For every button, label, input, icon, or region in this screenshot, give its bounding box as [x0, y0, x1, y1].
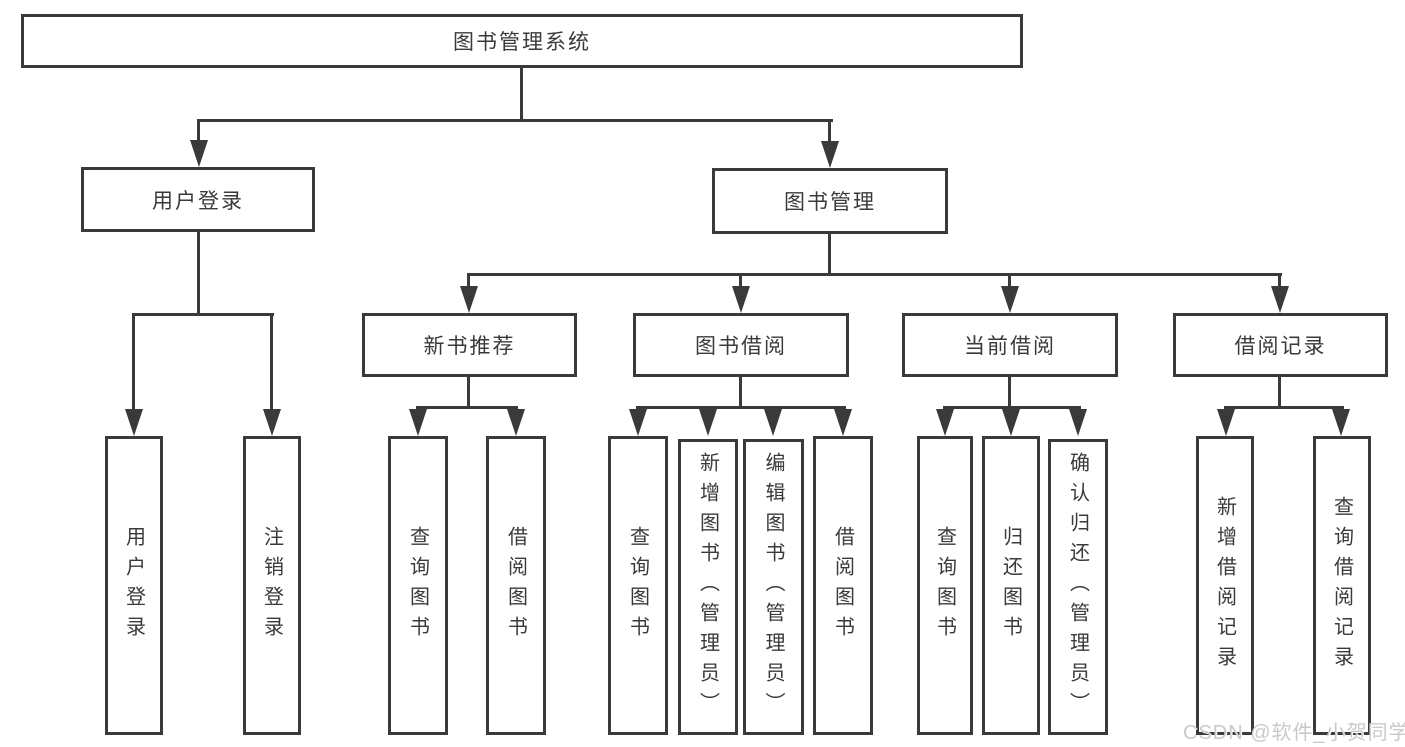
arrowhead-down-icon: [263, 409, 281, 436]
leaf-user-login: 用户登录: [105, 436, 163, 735]
arrowhead-down-icon: [1001, 286, 1019, 313]
node-label: 图书借阅: [695, 335, 787, 358]
connector-book-management-stem: [828, 234, 831, 276]
arrowhead-down-icon: [732, 286, 750, 313]
node-library-management-system: 图书管理系统: [21, 14, 1023, 68]
leaf-recommend-borrow-book: 借阅图书: [486, 436, 546, 735]
leaf-borrow-edit-book-admin: 编辑图书（管理员）: [743, 439, 804, 735]
leaf-label: 借阅图书: [504, 525, 527, 646]
leaf-label: 归还图书: [999, 525, 1022, 646]
arrowhead-down-icon: [1069, 409, 1087, 436]
node-label: 图书管理: [784, 191, 876, 214]
leaf-recommend-query-book: 查询图书: [388, 436, 448, 735]
connector-new-book-recommend-horizontal: [416, 406, 518, 409]
leaf-label: 查询图书: [406, 525, 429, 646]
node-label: 用户登录: [152, 189, 244, 213]
connector-root-stem: [520, 68, 523, 122]
node-new-book-recommend: 新书推荐: [362, 313, 577, 377]
connector-user-login-horizontal: [132, 313, 274, 316]
connector-borrow-records-stem: [1278, 377, 1281, 409]
leaf-borrow-borrow-book: 借阅图书: [813, 436, 873, 735]
connector-drop-borrow-records: [1278, 273, 1281, 289]
leaf-label: 确认归还（管理员）: [1066, 452, 1089, 722]
connector-drop-new-book-recommend: [467, 273, 470, 289]
connector-drop-leaf-user-login: [132, 313, 135, 411]
leaf-label: 查询借阅记录: [1330, 495, 1353, 676]
node-user-login: 用户登录: [81, 167, 315, 232]
arrowhead-down-icon: [821, 141, 839, 168]
node-label: 图书管理系统: [453, 31, 591, 54]
arrowhead-down-icon: [1271, 286, 1289, 313]
connector-book-management-horizontal: [468, 273, 1282, 276]
leaf-current-return-book: 归还图书: [982, 436, 1040, 735]
leaf-borrow-query-book: 查询图书: [608, 436, 668, 735]
arrowhead-down-icon: [1332, 409, 1350, 436]
leaf-records-add-record: 新增借阅记录: [1196, 436, 1254, 735]
leaf-label: 借阅图书: [831, 525, 854, 646]
connector-user-login-stem: [197, 232, 200, 316]
node-label: 当前借阅: [964, 335, 1056, 358]
leaf-label: 查询图书: [933, 525, 956, 646]
node-book-management: 图书管理: [712, 168, 948, 234]
connector-drop-book-borrow: [739, 273, 742, 289]
leaf-label: 新增借阅记录: [1213, 495, 1236, 676]
connector-drop-user-login: [197, 119, 200, 143]
node-label: 借阅记录: [1234, 335, 1327, 358]
arrowhead-down-icon: [190, 140, 208, 167]
node-label: 新书推荐: [423, 335, 516, 358]
leaf-label: 编辑图书（管理员）: [762, 452, 784, 722]
connector-drop-current-borrow: [1008, 273, 1011, 289]
leaf-label: 查询图书: [626, 525, 649, 646]
arrowhead-down-icon: [834, 409, 852, 436]
leaf-label: 注销登录: [260, 525, 283, 646]
connector-drop-book-management: [828, 119, 831, 144]
connector-new-book-recommend-stem: [467, 377, 470, 409]
node-book-borrow: 图书借阅: [633, 313, 849, 377]
arrowhead-down-icon: [1217, 409, 1235, 436]
connector-borrow-records-horizontal: [1224, 406, 1344, 409]
csdn-watermark: CSDN @软件_小贺同学: [1183, 722, 1405, 744]
connector-book-borrow-stem: [739, 377, 742, 409]
arrowhead-down-icon: [125, 409, 143, 436]
leaf-borrow-add-book-admin: 新增图书（管理员）: [678, 439, 738, 735]
arrowhead-down-icon: [699, 409, 717, 436]
arrowhead-down-icon: [1002, 409, 1020, 436]
connector-current-borrow-horizontal: [943, 406, 1081, 409]
arrowhead-down-icon: [936, 409, 954, 436]
connector-drop-leaf-logout: [270, 313, 273, 411]
leaf-current-query-book: 查询图书: [917, 436, 973, 735]
leaf-logout-login: 注销登录: [243, 436, 301, 735]
leaf-current-confirm-return-admin: 确认归还（管理员）: [1048, 439, 1108, 735]
leaf-label: 用户登录: [122, 525, 145, 646]
connector-book-borrow-horizontal: [636, 406, 846, 409]
arrowhead-down-icon: [460, 286, 478, 313]
connector-current-borrow-stem: [1008, 377, 1011, 409]
arrowhead-down-icon: [507, 409, 525, 436]
arrowhead-down-icon: [764, 409, 782, 436]
node-current-borrow: 当前借阅: [902, 313, 1118, 377]
node-borrow-records: 借阅记录: [1173, 313, 1388, 377]
arrowhead-down-icon: [629, 409, 647, 436]
leaf-label: 新增图书（管理员）: [696, 452, 719, 722]
connector-root-horizontal: [197, 119, 833, 122]
arrowhead-down-icon: [409, 409, 427, 436]
leaf-records-query-record: 查询借阅记录: [1313, 436, 1371, 735]
